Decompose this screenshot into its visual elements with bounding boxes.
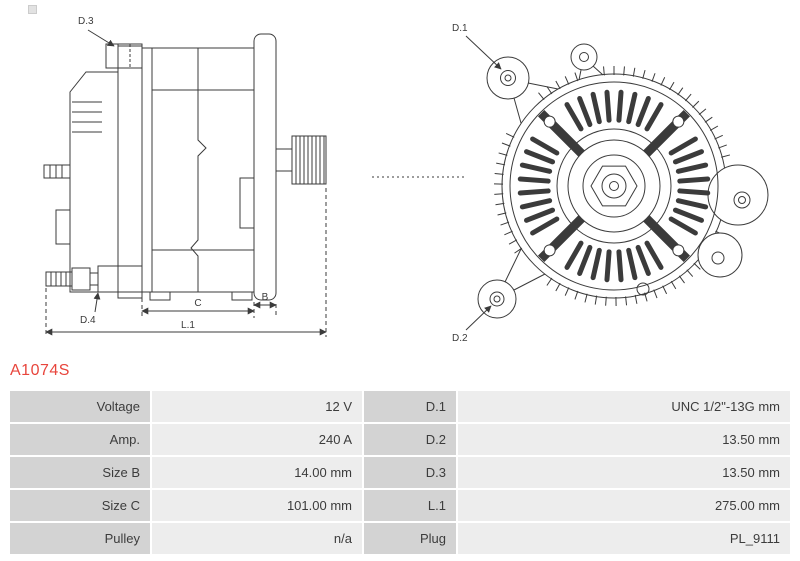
spec-value-pulley: n/a [152, 523, 362, 554]
shaft-nut [590, 165, 638, 207]
dim-label-d4: D.4 [80, 315, 96, 326]
rear-vents [72, 101, 102, 133]
spec-label-plug: Plug [364, 523, 456, 554]
front-plate [253, 33, 277, 301]
ear-top [570, 43, 598, 71]
dim-label-l1: L.1 [181, 320, 195, 331]
shaft [275, 148, 293, 172]
part-number: A1074S [10, 362, 70, 379]
bolt-thread [45, 271, 73, 287]
rim-hole [636, 282, 650, 296]
leader-d3 [87, 29, 115, 47]
dim-label-d3: D.3 [78, 16, 94, 27]
mount-flange [117, 45, 143, 299]
inner-rim [509, 81, 719, 291]
spec-label-amp: Amp. [10, 424, 150, 455]
spec-value-voltage: 12 V [152, 391, 362, 422]
ear-top-left-hole [500, 70, 516, 86]
dim-label-d2: D.2 [452, 333, 468, 344]
leader-d2 [465, 305, 492, 331]
body-parting-line [190, 48, 207, 292]
housing-ribs [494, 66, 731, 306]
spec-value-plug: PL_9111 [458, 523, 790, 554]
spec-label-d1: D.1 [364, 391, 456, 422]
pulley [291, 135, 327, 185]
spec-value-l1: 275.00 mm [458, 490, 790, 521]
lobe-right-lower [697, 232, 743, 278]
hub-outer [567, 139, 661, 233]
spec-label-d3: D.3 [364, 457, 456, 488]
front-view [477, 43, 769, 319]
spec-value-d2: 13.50 mm [458, 424, 790, 455]
dim-label-c: C [194, 298, 201, 309]
regulator-block [55, 209, 71, 245]
ear-bottom-left-hole [489, 291, 505, 307]
spec-label-pulley: Pulley [10, 523, 150, 554]
spec-value-size-b: 14.00 mm [152, 457, 362, 488]
spec-value-d3: 13.50 mm [458, 457, 790, 488]
lobe-hole [733, 191, 751, 209]
front-leaders [465, 35, 502, 331]
hub-inner [582, 154, 646, 218]
pulley-grooves [295, 136, 325, 184]
technical-drawing: D.3 D.4 C B L.1 [43, 16, 769, 344]
spec-value-size-c: 101.00 mm [152, 490, 362, 521]
dimensions [45, 29, 327, 337]
dim-label-d1: D.1 [452, 23, 468, 34]
ear-bottom-left [477, 279, 517, 319]
spec-label-voltage: Voltage [10, 391, 150, 422]
leader-d1 [465, 35, 502, 70]
spec-label-d2: D.2 [364, 424, 456, 455]
ear-top-hole [579, 52, 589, 62]
spec-value-d1: UNC 1/2"-13G mm [458, 391, 790, 422]
side-stud [43, 164, 71, 179]
ear-top-left [486, 56, 530, 100]
leader-d4 [93, 292, 101, 313]
corner-marker [28, 5, 37, 14]
spec-table: Voltage 12 V D.1 UNC 1/2"-13G mm Amp. 24… [10, 391, 790, 554]
dim-label-b: B [262, 292, 269, 303]
spec-label-size-c: Size C [10, 490, 150, 521]
spec-label-l1: L.1 [364, 490, 456, 521]
bottom-ear [97, 265, 143, 293]
bolt-head [71, 267, 91, 291]
side-view [43, 33, 327, 301]
fan-slots-and-spokes [517, 89, 711, 283]
rear-housing [69, 71, 119, 293]
rotor-face [556, 128, 672, 244]
spec-label-size-b: Size B [10, 457, 150, 488]
shaft-bore [601, 173, 627, 199]
spec-value-amp: 240 A [152, 424, 362, 455]
top-ear [105, 43, 143, 69]
